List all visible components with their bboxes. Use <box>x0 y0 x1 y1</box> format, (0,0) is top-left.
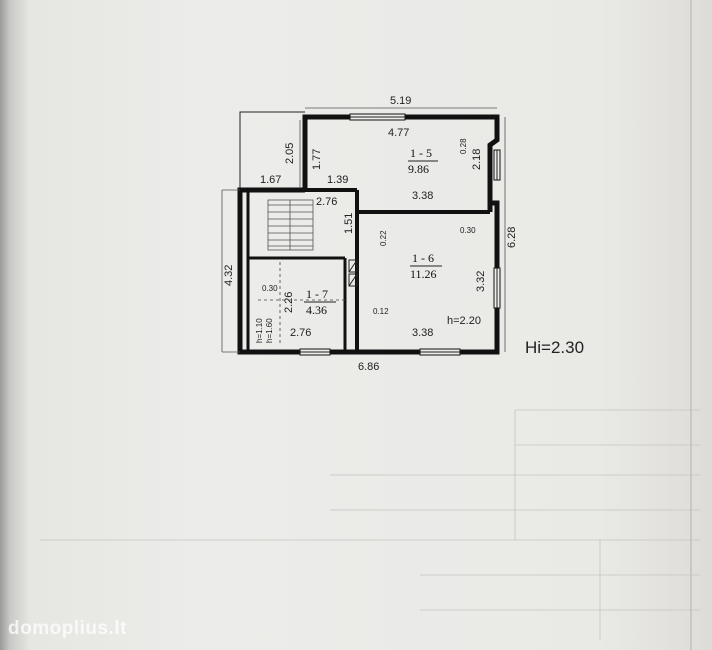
room-labels: 1 - 5 9.86 1 - 6 11.26 1 - 7 4.36 <box>304 146 442 317</box>
dim-stair-width: 2.76 <box>316 196 337 208</box>
dim-annex-height: 2.05 <box>284 143 296 164</box>
dim-room5-step: 1.39 <box>327 174 348 186</box>
dim-room7-width: 2.76 <box>290 327 311 339</box>
dim-partition: 0.22 <box>379 230 388 246</box>
dim-top-inner: 4.77 <box>388 127 409 139</box>
dim-room6-width: 3.38 <box>412 327 433 339</box>
room-7-area: 4.36 <box>306 303 327 317</box>
dimension-lines <box>221 107 506 353</box>
dim-annex-width: 1.67 <box>260 174 281 186</box>
windows <box>299 113 501 356</box>
dim-room6-wall: 0.30 <box>460 226 476 235</box>
room-5-id: 1 - 5 <box>410 146 432 160</box>
dim-room6-height: 3.32 <box>475 271 487 292</box>
interior-walls <box>246 188 490 352</box>
dim-stair-depth: 1.51 <box>343 213 355 234</box>
dim-left-overall: 4.32 <box>223 265 235 286</box>
room-7-height-a: h=1.10 <box>255 318 264 343</box>
dim-bottom-overall: 6.86 <box>358 361 379 373</box>
room-7-id: 1 - 7 <box>306 287 328 301</box>
dim-right-overall: 6.28 <box>506 227 518 248</box>
watermark-logo: domoplius.lt <box>8 618 127 639</box>
room-5-area: 9.86 <box>408 162 429 176</box>
dim-room5-bottom: 3.38 <box>412 190 433 202</box>
room-6-id: 1 - 6 <box>412 251 434 265</box>
dim-top-overall: 5.19 <box>390 95 411 107</box>
height-notes: h=2.20 h=1.10 h=1.60 <box>255 315 481 343</box>
chimney-fixtures <box>348 259 358 287</box>
dim-room7-wall: 0.30 <box>262 284 278 293</box>
dim-room7-height: 2.26 <box>283 292 295 313</box>
dim-room5-left: 1.77 <box>311 149 323 170</box>
dim-room5-wall: 0.28 <box>459 138 468 154</box>
staircase <box>267 199 314 251</box>
dim-room5-right: 2.18 <box>471 149 483 170</box>
dim-partition-2: 0.12 <box>373 307 389 316</box>
room-6-height: h=2.20 <box>447 315 481 327</box>
height-limit-lines <box>258 262 345 345</box>
room-6-area: 11.26 <box>410 267 437 281</box>
annex-outline <box>239 111 305 190</box>
room-7-height-b: h=1.60 <box>265 318 274 343</box>
paper-fold <box>690 0 692 650</box>
hi-height-label: Hi=2.30 <box>525 338 585 357</box>
background-form-lines <box>40 409 700 640</box>
dimension-labels: 5.19 4.77 2.05 1.77 1.67 1.39 0.28 2.18 … <box>223 95 518 373</box>
